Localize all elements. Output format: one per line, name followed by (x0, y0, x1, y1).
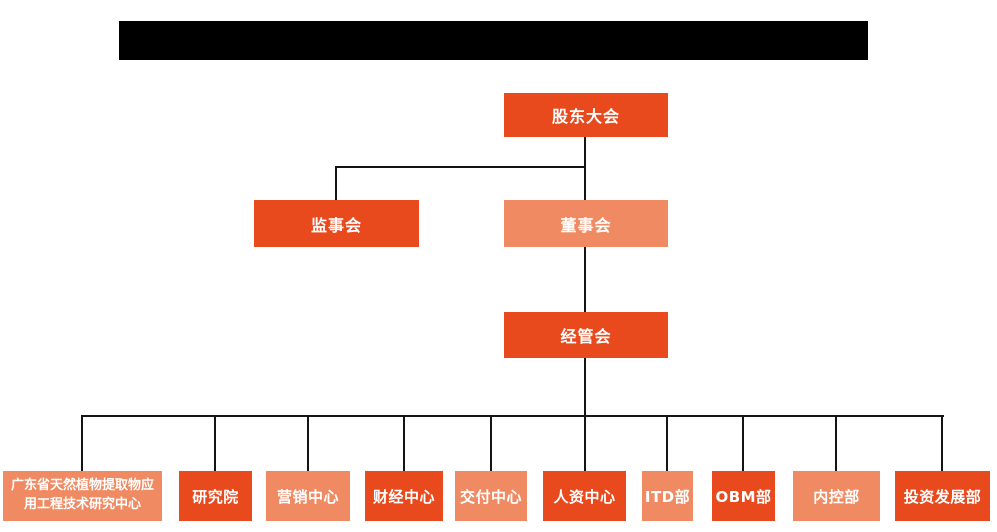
redacted-title-bar (119, 21, 868, 60)
connector-level2-rail (335, 166, 586, 168)
connector-supervisory-drop (335, 166, 337, 200)
org-node-finance-center: 财经中心 (365, 471, 443, 521)
connector-dept-drop (490, 415, 492, 471)
connector-dept-drop (214, 415, 216, 471)
connector-root-trunk (584, 137, 586, 200)
connector-dept-drop (666, 415, 668, 471)
org-node-investment-development-department: 投资发展部 (895, 471, 990, 521)
org-node-itd-department: ITD部 (642, 471, 693, 521)
org-node-shareholders-meeting: 股东大会 (504, 93, 668, 137)
org-node-research-institute: 研究院 (179, 471, 252, 521)
connector-dept-drop (742, 415, 744, 471)
org-node-hr-center: 人资中心 (543, 471, 626, 521)
connector-dept-drop (307, 415, 309, 471)
org-node-management-committee: 经管会 (504, 312, 668, 358)
connector-department-rail (81, 415, 944, 417)
org-node-obm-department: OBM部 (712, 471, 775, 521)
connector-dept-drop (941, 415, 943, 471)
connector-dept-drop (81, 415, 83, 471)
connector-dept-drop (835, 415, 837, 471)
org-node-delivery-center: 交付中心 (455, 471, 527, 521)
org-node-internal-control-department: 内控部 (793, 471, 880, 521)
connector-dept-drop (584, 415, 586, 471)
connector-mgmt-trunk (584, 358, 586, 416)
org-node-board-of-directors: 董事会 (504, 200, 668, 247)
org-node-research-center: 广东省天然植物提取物应用工程技术研究中心 (3, 471, 162, 521)
connector-board-to-mgmt (584, 247, 586, 312)
org-node-supervisory-board: 监事会 (254, 200, 419, 247)
org-node-marketing-center: 营销中心 (266, 471, 350, 521)
connector-dept-drop (403, 415, 405, 471)
